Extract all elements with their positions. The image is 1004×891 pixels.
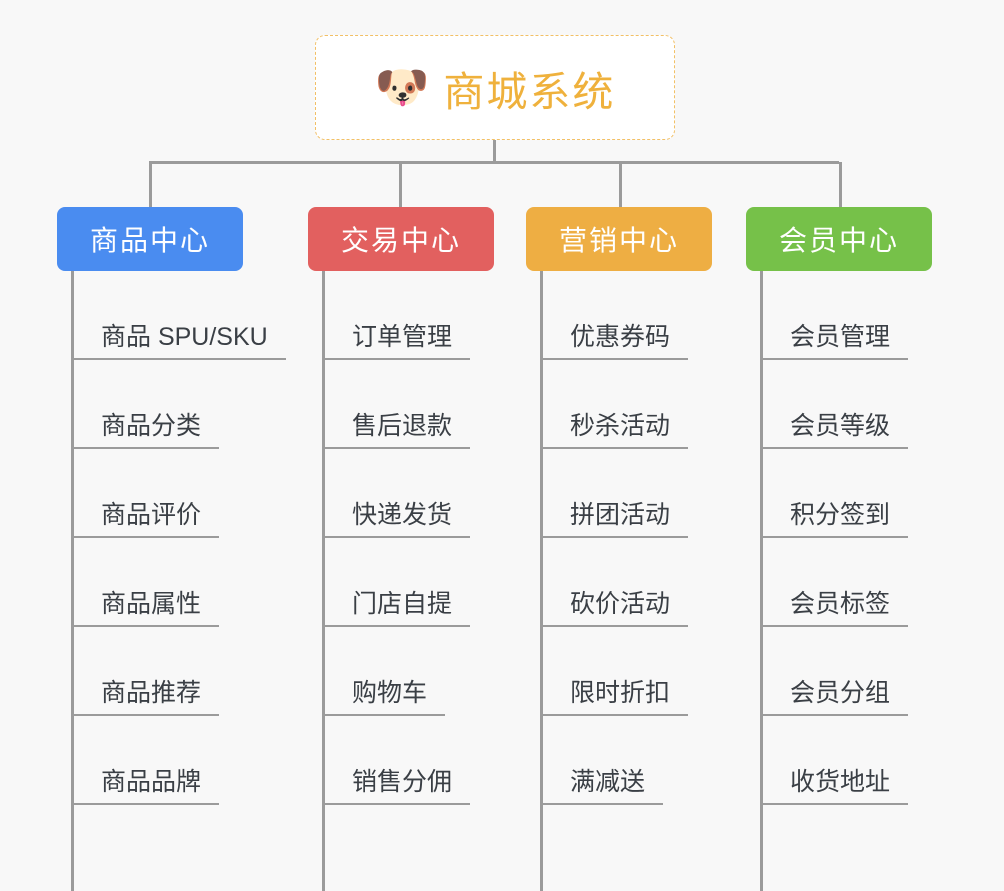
leaf-list-3: 优惠券码 秒杀活动 拼团活动 砍价活动 限时折扣 满减送: [540, 271, 689, 805]
branch-header-2[interactable]: 交易中心: [308, 207, 494, 271]
leaf-label: 商品 SPU/SKU: [71, 322, 286, 360]
list-item[interactable]: 收货地址: [760, 716, 909, 805]
branch-drop-connector-4: [839, 162, 842, 207]
list-item[interactable]: 积分签到: [760, 449, 909, 538]
leaf-label: 收货地址: [760, 767, 909, 805]
leaf-label: 会员管理: [760, 322, 909, 360]
root-node[interactable]: 🐶 商城系统: [315, 35, 675, 140]
mindmap-canvas: 🐶 商城系统 商品中心 商品 SPU/SKU 商品分类 商品评价 商品属性 商品…: [57, 35, 932, 891]
list-item[interactable]: 售后退款: [322, 360, 471, 449]
leaf-label: 会员等级: [760, 411, 909, 449]
list-item[interactable]: 商品 SPU/SKU: [71, 271, 286, 360]
branch-drop-connector-1: [149, 162, 152, 207]
list-item[interactable]: 快递发货: [322, 449, 471, 538]
list-item[interactable]: 销售分佣: [322, 716, 471, 805]
leaf-list-4: 会员管理 会员等级 积分签到 会员标签 会员分组 收货地址: [760, 271, 909, 805]
leaf-label: 商品分类: [71, 411, 220, 449]
leaf-list-2: 订单管理 售后退款 快递发货 门店自提 购物车 销售分佣: [322, 271, 471, 805]
branch-trunk-2: [322, 271, 325, 891]
leaf-label: 商品品牌: [71, 767, 220, 805]
leaf-label: 满减送: [540, 767, 664, 805]
dog-face-icon: 🐶: [374, 62, 430, 112]
branch-trunk-3: [540, 271, 543, 891]
leaf-label: 砍价活动: [540, 589, 689, 627]
list-item[interactable]: 会员等级: [760, 360, 909, 449]
leaf-label: 拼团活动: [540, 500, 689, 538]
leaf-label: 秒杀活动: [540, 411, 689, 449]
branch-header-4[interactable]: 会员中心: [746, 207, 932, 271]
branch-header-3[interactable]: 营销中心: [526, 207, 712, 271]
list-item[interactable]: 秒杀活动: [540, 360, 689, 449]
list-item[interactable]: 会员管理: [760, 271, 909, 360]
list-item[interactable]: 商品属性: [71, 538, 286, 627]
leaf-label: 销售分佣: [322, 767, 471, 805]
list-item[interactable]: 商品品牌: [71, 716, 286, 805]
leaf-label: 优惠券码: [540, 322, 689, 360]
branch-trunk-1: [71, 271, 74, 891]
leaf-label: 商品推荐: [71, 678, 220, 716]
list-item[interactable]: 优惠券码: [540, 271, 689, 360]
list-item[interactable]: 满减送: [540, 716, 688, 805]
leaf-label: 售后退款: [322, 411, 471, 449]
leaf-list-1: 商品 SPU/SKU 商品分类 商品评价 商品属性 商品推荐 商品品牌: [71, 271, 286, 805]
leaf-label: 商品属性: [71, 589, 220, 627]
list-item[interactable]: 订单管理: [322, 271, 471, 360]
leaf-label: 快递发货: [322, 500, 471, 538]
branch-header-1[interactable]: 商品中心: [57, 207, 243, 271]
root-stem-connector: [493, 140, 496, 163]
list-item[interactable]: 门店自提: [322, 538, 471, 627]
list-item[interactable]: 商品分类: [71, 360, 286, 449]
branch-drop-connector-2: [399, 162, 402, 207]
list-item[interactable]: 会员标签: [760, 538, 909, 627]
branch-trunk-4: [760, 271, 763, 891]
list-item[interactable]: 购物车: [322, 627, 470, 716]
leaf-label: 购物车: [322, 678, 446, 716]
leaf-label: 商品评价: [71, 500, 220, 538]
leaf-label: 限时折扣: [540, 678, 689, 716]
root-title: 商城系统: [443, 68, 616, 115]
list-item[interactable]: 会员分组: [760, 627, 909, 716]
branch-bus-connector: [149, 161, 839, 164]
leaf-label: 订单管理: [322, 322, 471, 360]
leaf-label: 会员标签: [760, 589, 909, 627]
list-item[interactable]: 砍价活动: [540, 538, 689, 627]
leaf-label: 门店自提: [322, 589, 471, 627]
leaf-label: 会员分组: [760, 678, 909, 716]
list-item[interactable]: 商品推荐: [71, 627, 286, 716]
list-item[interactable]: 商品评价: [71, 449, 286, 538]
branch-drop-connector-3: [619, 162, 622, 207]
list-item[interactable]: 拼团活动: [540, 449, 689, 538]
leaf-label: 积分签到: [760, 500, 909, 538]
list-item[interactable]: 限时折扣: [540, 627, 689, 716]
